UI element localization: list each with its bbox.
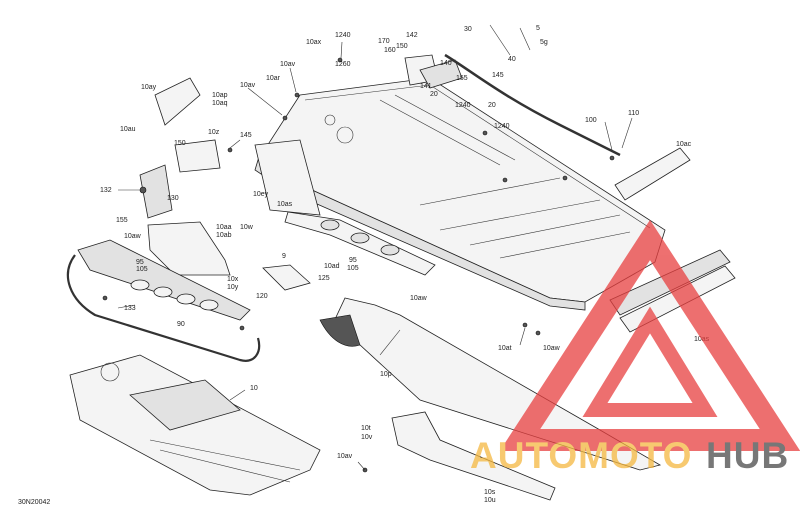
- label-150b: 150: [174, 140, 186, 147]
- label-10au: 10au: [120, 126, 136, 133]
- steering-bracket-parts: [404, 24, 621, 157]
- label-1240c: 1240: [494, 123, 510, 130]
- watermark-text-automoto: AUTOMOTO: [470, 435, 692, 476]
- label-141: 141: [420, 83, 432, 90]
- label-10ab: 10ab: [216, 232, 232, 239]
- label-5g: 5g: [540, 39, 548, 46]
- label-10aq: 10aq: [212, 100, 228, 107]
- label-10t: 10t: [361, 425, 371, 432]
- label-10z: 10z: [208, 129, 220, 136]
- label-9: 9: [282, 253, 286, 260]
- label-140: 140: [440, 60, 452, 67]
- label-10aw1: 10aw: [124, 233, 142, 240]
- label-120: 120: [256, 293, 268, 300]
- label-10at: 10at: [498, 345, 512, 352]
- triangle-logo-icon: [499, 219, 800, 451]
- fasteners: [102, 57, 615, 473]
- label-133: 133: [124, 305, 136, 312]
- label-20a: 20: [430, 91, 438, 98]
- label-155b: 155: [116, 217, 128, 224]
- label-95b: 95: [349, 257, 357, 264]
- label-95a: 95: [136, 259, 144, 266]
- label-10ad: 10ad: [324, 263, 340, 270]
- label-10av3: 10av: [337, 453, 353, 460]
- label-10u: 10u: [484, 497, 496, 504]
- label-145b: 145: [240, 132, 252, 139]
- label-105a: 105: [136, 266, 148, 273]
- label-90: 90: [177, 321, 185, 328]
- triangle-inner-icon: [582, 306, 718, 417]
- right-bracket: [614, 147, 691, 201]
- label-125: 125: [318, 275, 330, 282]
- label-170: 170: [378, 38, 390, 45]
- label-10av2: 10av: [240, 82, 256, 89]
- label-10ay: 10ay: [141, 84, 157, 91]
- label-145a: 145: [492, 72, 504, 79]
- tunnel-bottom-assembly: [69, 354, 321, 496]
- label-10w: 10w: [240, 224, 254, 231]
- track-guard: [319, 297, 662, 471]
- label-10x: 10x: [227, 276, 239, 283]
- label-10p: 10p: [380, 371, 392, 378]
- label-1260: 1260: [335, 61, 351, 68]
- label-142: 142: [406, 32, 418, 39]
- label-150a: 150: [396, 43, 408, 50]
- label-155a: 155: [456, 75, 468, 82]
- label-10ac: 10ac: [676, 141, 692, 148]
- label-10as1: 10as: [277, 201, 293, 208]
- main-tunnel-frame: [254, 77, 666, 311]
- label-132: 132: [100, 187, 112, 194]
- label-10v: 10v: [361, 434, 373, 441]
- label-1240a: 1240: [335, 32, 351, 39]
- label-5: 5: [536, 25, 540, 32]
- label-160: 160: [384, 47, 396, 54]
- label-10y: 10y: [227, 284, 239, 291]
- label-10ax: 10ax: [306, 39, 322, 46]
- leader-lines: [117, 41, 633, 471]
- label-100: 100: [585, 117, 597, 124]
- lower-right-plate: [391, 411, 556, 501]
- label-10aw2: 10aw: [410, 295, 428, 302]
- label-10ar: 10ar: [266, 75, 281, 82]
- watermark-text-hub: HUB: [706, 435, 789, 476]
- label-10ap: 10ap: [212, 92, 228, 99]
- label-10ey: 10ey: [253, 191, 269, 198]
- label-40: 40: [508, 56, 516, 63]
- label-10s: 10s: [484, 489, 496, 496]
- label-30: 30: [464, 26, 472, 33]
- label-105b: 105: [347, 265, 359, 272]
- label-10av1: 10av: [280, 61, 296, 68]
- label-20b: 20: [488, 102, 496, 109]
- upper-left-brackets: [139, 77, 221, 219]
- label-10aa: 10aa: [216, 224, 232, 231]
- label-10aw3: 10aw: [543, 345, 561, 352]
- part-labels: 1240 170 160 142 150 140 155 141 20 30 5…: [18, 25, 710, 506]
- front-bumper-rod: [66, 254, 261, 362]
- front-frame-pieces: [77, 211, 436, 321]
- label-130: 130: [167, 195, 179, 202]
- label-110: 110: [628, 110, 639, 117]
- diagram-code: 30N20042: [18, 499, 50, 506]
- label-10: 10: [250, 385, 258, 392]
- label-1240b: 1240: [455, 102, 471, 109]
- watermark-logo: AUTOMOTO HUB: [470, 219, 800, 476]
